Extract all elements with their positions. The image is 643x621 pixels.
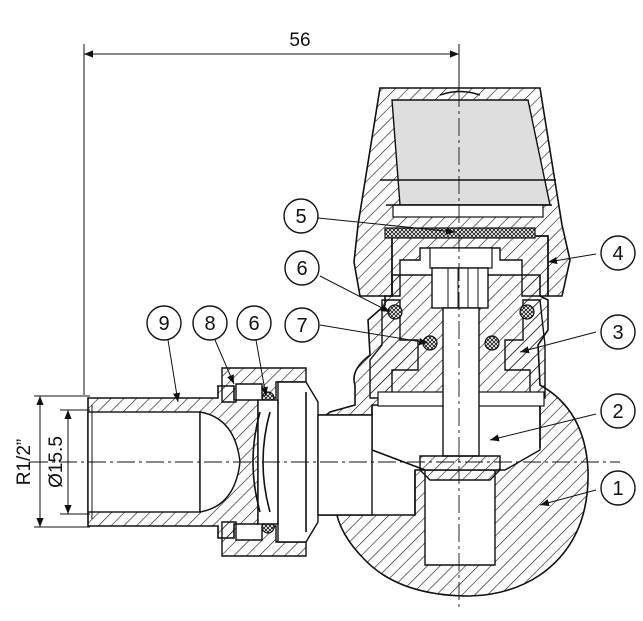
svg-text:6: 6 xyxy=(296,258,307,280)
dimension-thread: R1/2” xyxy=(14,395,90,528)
svg-text:5: 5 xyxy=(295,206,306,228)
o-rings-upper xyxy=(387,304,535,351)
mesh-seal xyxy=(384,227,536,239)
cap xyxy=(353,87,571,297)
svg-text:3: 3 xyxy=(612,322,623,344)
callout-6-lower: 6 xyxy=(236,305,272,341)
callout-4: 4 xyxy=(600,235,636,271)
callout-5: 5 xyxy=(283,198,319,234)
callout-7: 7 xyxy=(284,307,320,343)
svg-text:6: 6 xyxy=(248,313,259,335)
spindle xyxy=(419,267,501,481)
callout-2: 2 xyxy=(600,393,636,429)
bonnet xyxy=(369,299,546,407)
svg-text:9: 9 xyxy=(158,313,169,335)
svg-text:1: 1 xyxy=(612,478,623,500)
dimension-width: 56 xyxy=(83,30,460,395)
diameter-label: Ø15.5 xyxy=(46,436,67,488)
svg-text:2: 2 xyxy=(612,401,623,423)
svg-text:8: 8 xyxy=(204,313,215,335)
connector-pipe xyxy=(252,381,373,543)
svg-text:7: 7 xyxy=(296,315,307,337)
leader-lines xyxy=(167,217,597,507)
callout-3: 3 xyxy=(600,314,636,350)
callout-8: 8 xyxy=(192,305,228,341)
callout-6-upper: 6 xyxy=(284,250,320,286)
tailpiece xyxy=(87,385,259,539)
thread-size-label: R1/2” xyxy=(14,439,35,485)
dimension-56-label: 56 xyxy=(289,30,310,51)
callout-9: 9 xyxy=(146,305,182,341)
svg-text:4: 4 xyxy=(612,243,623,265)
callout-1: 1 xyxy=(600,470,636,506)
